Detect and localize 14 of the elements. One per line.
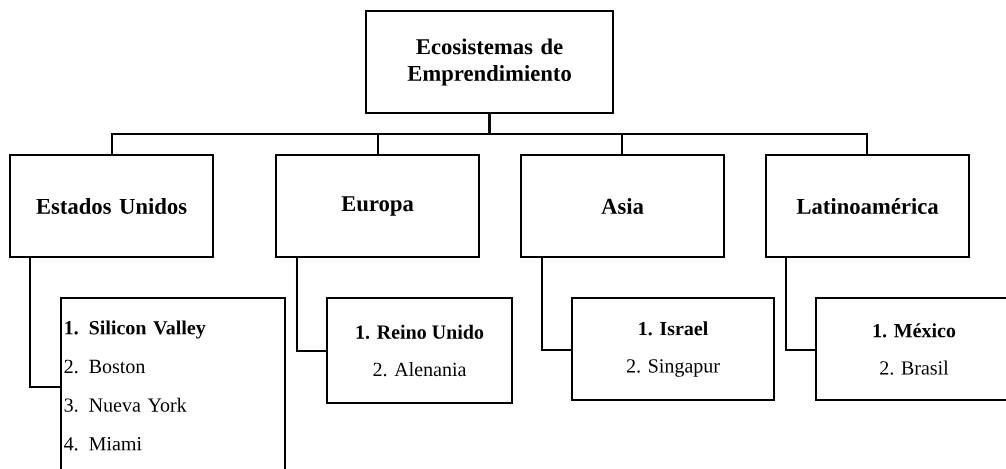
list-box: 1. Reino Unido 2. Alenania (326, 297, 513, 404)
connector (29, 257, 61, 388)
list-box: 1. Israel 2. Singapur (571, 297, 775, 401)
connector (488, 113, 868, 155)
region-box: Europa (275, 154, 480, 258)
list-box: 1. México 2. Brasil (815, 297, 1006, 401)
connector (541, 257, 572, 351)
connector (785, 257, 816, 351)
list-box: 1. Silicon Valley 2. Boston 3. Nueva York 4. Miami (60, 297, 286, 469)
root-box: Ecosistemas de Emprendimiento (365, 10, 614, 114)
region-box: Estados Unidos (9, 154, 214, 258)
connector (296, 257, 327, 352)
region-box: Asia (520, 154, 725, 258)
region-box: Latinoamérica (765, 154, 970, 258)
